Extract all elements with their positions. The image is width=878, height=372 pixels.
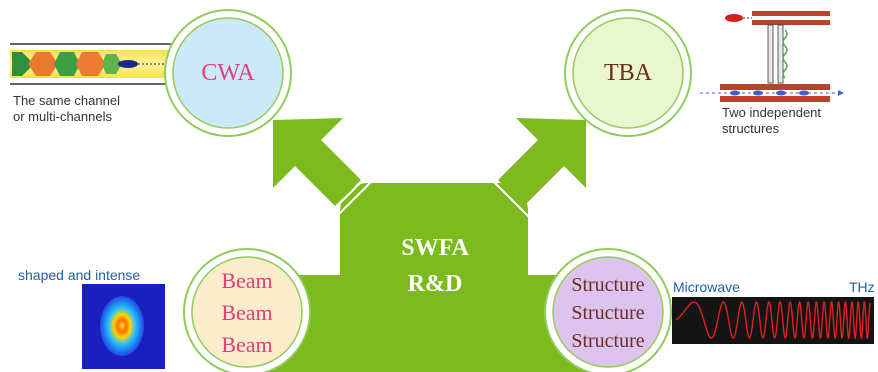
arrow-to-tba [487, 118, 586, 218]
beam-label-3: Beam [221, 332, 273, 357]
cwa-circle [164, 9, 292, 137]
structure-label-1: Structure [571, 274, 645, 296]
center-title-line1: SWFA [401, 235, 469, 261]
central-hub [255, 183, 590, 372]
beam-caption: shaped and intense [18, 267, 141, 283]
cwa-label: CWA [201, 60, 255, 86]
cwa-channel-illustration [10, 43, 190, 85]
spectrum-left-label: Microwave [673, 279, 740, 295]
beam-circle [183, 248, 311, 372]
beam-profile-image [82, 284, 165, 369]
cwa-caption-line2: or multi-channels [13, 109, 112, 124]
tba-structures-illustration [700, 11, 844, 102]
structure-label-2: Structure [571, 302, 645, 324]
center-title-line2: R&D [407, 271, 463, 297]
tba-label: TBA [604, 60, 652, 86]
structure-circle [544, 248, 672, 372]
chirp-spectrum-panel [672, 297, 874, 344]
beam-label-1: Beam [221, 268, 273, 293]
beam-label-2: Beam [221, 300, 273, 325]
tba-circle [564, 9, 692, 137]
arrow-to-cwa [273, 118, 373, 218]
tba-caption-line2: structures [722, 121, 780, 136]
cwa-caption-line1: The same channel [13, 93, 120, 108]
structure-label-3: Structure [571, 330, 645, 352]
spectrum-right-label: THz [849, 279, 875, 295]
chirp-waveform [675, 300, 871, 340]
tba-caption-line1: Two independent [722, 105, 822, 120]
